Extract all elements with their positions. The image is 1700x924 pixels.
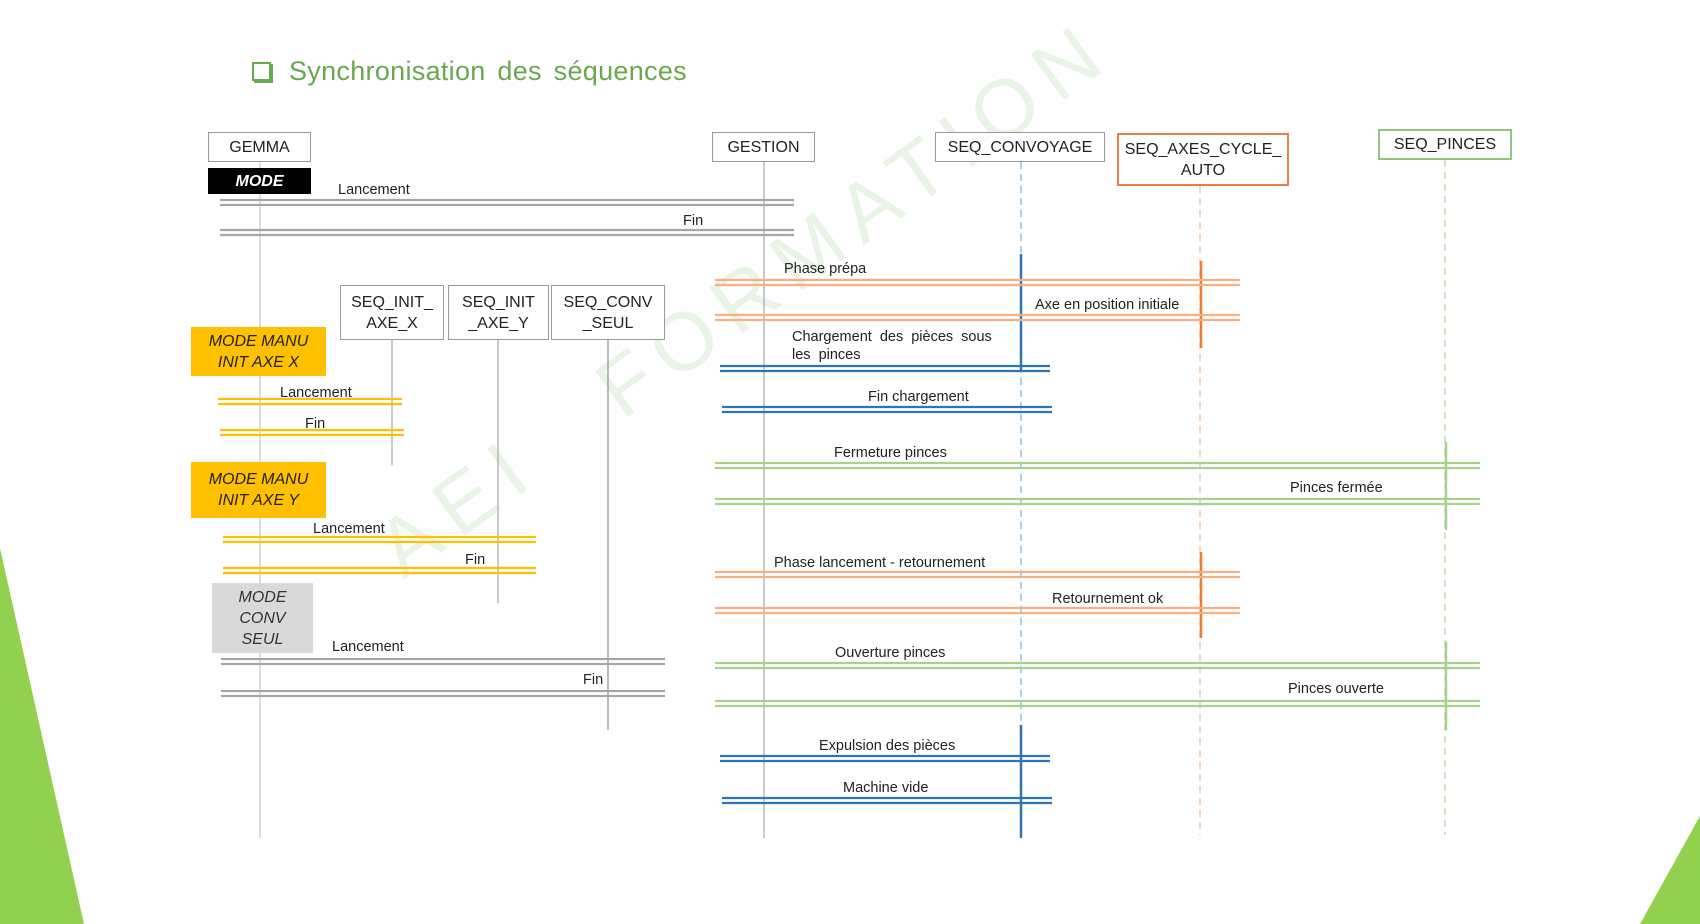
msg-line-gemma-lancement	[220, 198, 794, 207]
msg-line-x-lancement	[218, 397, 402, 406]
message-label-phase-prepa: Phase prépa	[784, 261, 867, 277]
msg-line-machine-vide	[722, 796, 1052, 805]
participant-seq-init-axe-x: SEQ_INIT_ AXE_X	[340, 285, 444, 340]
mode-box-manu-init-axe-x: MODE MANU INIT AXE X	[191, 327, 326, 376]
message-label-x-fin: Fin	[305, 416, 326, 432]
slide-title-area: Synchronisation des séquences	[252, 56, 687, 87]
msg-line-fin-chargement	[722, 405, 1052, 414]
message-label-ouverture-pinces: Ouverture pinces	[835, 645, 946, 661]
message-label-gemma-fin: Fin	[683, 213, 704, 229]
participant-seq-init-axe-y: SEQ_INIT _AXE_Y	[448, 285, 549, 340]
message-label-pinces-ouverte: Pinces ouverte	[1288, 681, 1384, 697]
message-label-y-fin: Fin	[465, 552, 486, 568]
activations	[1019, 254, 1448, 838]
message-lines	[218, 198, 1480, 805]
message-label-phase-lancement: Phase lancement - retournement	[774, 555, 986, 571]
mode-box-mode: MODE	[208, 168, 311, 194]
message-label-x-lancement: Lancement	[280, 385, 352, 401]
accent-right-triangle	[1640, 816, 1700, 924]
msg-line-conv-lancement	[221, 657, 665, 666]
participant-seq-convoyage: SEQ_CONVOYAGE	[935, 132, 1105, 162]
msg-line-pinces-fermee	[715, 497, 1480, 506]
msg-line-gemma-fin	[220, 228, 794, 237]
message-label-fin-chargement: Fin chargement	[868, 389, 969, 405]
msg-line-chargement	[720, 364, 1050, 373]
msg-line-conv-fin	[221, 689, 665, 698]
mode-box-manu-init-axe-y: MODE MANU INIT AXE Y	[191, 462, 326, 518]
checkbox-bullet-icon	[252, 62, 271, 81]
slide-title: Synchronisation des séquences	[289, 56, 687, 86]
accent-left-triangle	[0, 548, 84, 924]
message-label-machine-vide: Machine vide	[843, 780, 929, 796]
message-label-retournement-ok: Retournement ok	[1052, 591, 1164, 607]
message-label-expulsion: Expulsion des pièces	[819, 738, 956, 754]
msg-line-ouverture-pinces	[715, 661, 1480, 670]
message-label-y-lancement: Lancement	[313, 521, 385, 537]
msg-line-retournement-ok	[715, 606, 1240, 615]
participant-seq-pinces: SEQ_PINCES	[1378, 129, 1512, 160]
participant-gestion: GESTION	[712, 132, 815, 162]
participant-seq-conv-seul: SEQ_CONV _SEUL	[551, 285, 665, 340]
message-label-chargement: Chargement des pièces sous les pinces	[792, 329, 992, 363]
msg-line-y-lancement	[223, 535, 536, 544]
msg-line-y-fin	[223, 566, 536, 575]
msg-line-phase-lancement	[715, 570, 1240, 579]
msg-line-axe-position	[715, 313, 1240, 322]
message-label-axe-position: Axe en position initiale	[1035, 297, 1180, 313]
participant-gemma: GEMMA	[208, 132, 311, 162]
participant-seq-axes-cycle-auto: SEQ_AXES_CYCLE_ AUTO	[1117, 133, 1289, 186]
msg-line-pinces-ouverte	[715, 699, 1480, 708]
message-label-fermeture-pinces: Fermeture pinces	[834, 445, 947, 461]
msg-line-expulsion	[720, 754, 1050, 763]
msg-line-x-fin	[220, 428, 404, 437]
mode-box-conv-seul: MODE CONV SEUL	[212, 583, 313, 653]
message-label-pinces-fermee: Pinces fermée	[1290, 480, 1383, 496]
message-label-conv-fin: Fin	[583, 672, 604, 688]
msg-line-phase-prepa	[715, 278, 1240, 287]
msg-line-fermeture-pinces	[715, 461, 1480, 470]
message-label-gemma-lancement: Lancement	[338, 182, 410, 198]
message-label-conv-lancement: Lancement	[332, 639, 404, 655]
